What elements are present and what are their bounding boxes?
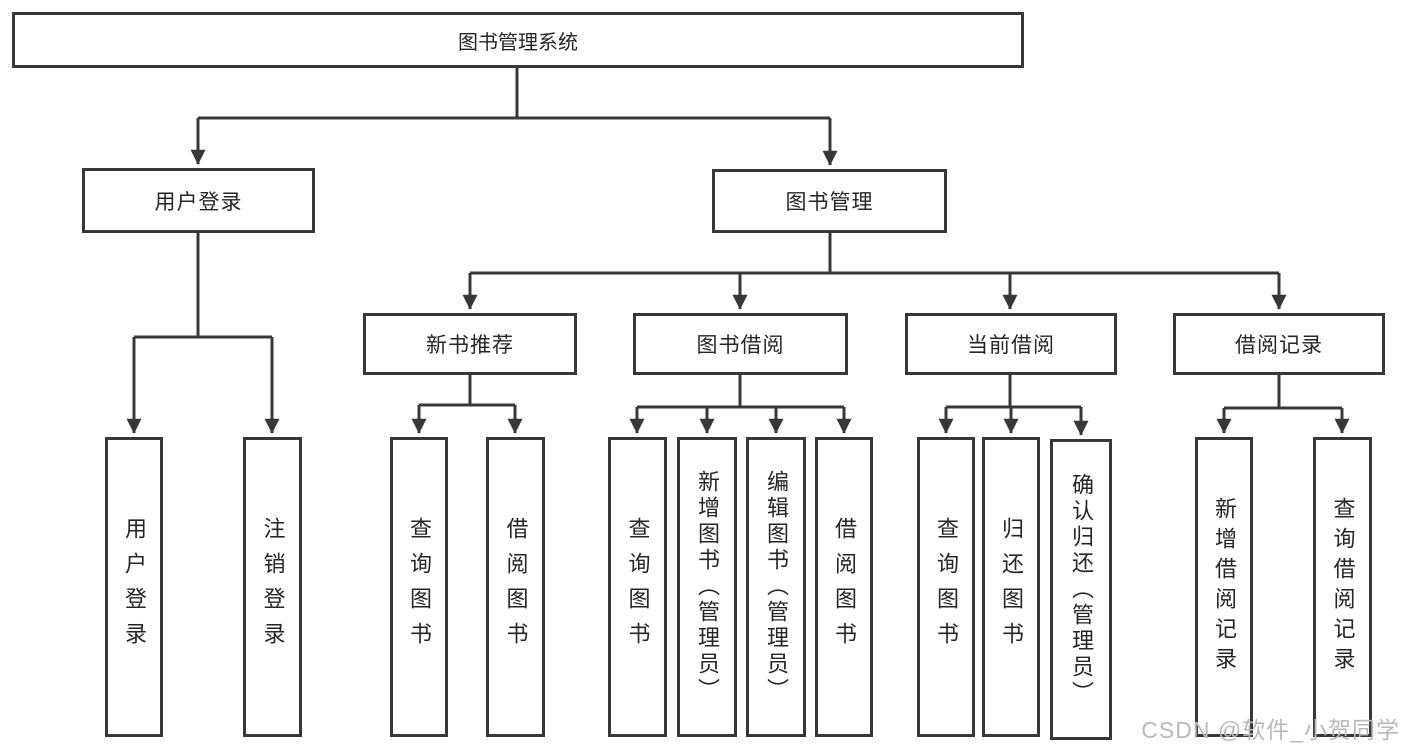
leaf-nb-borrow-books: 借阅图书 bbox=[486, 437, 545, 737]
leaf-bb-add-books-admin-label: 新增图书（管理员） bbox=[695, 470, 720, 704]
node-book-management: 图书管理 bbox=[712, 169, 947, 233]
leaf-nb-query-books-label: 查询图书 bbox=[407, 517, 432, 657]
leaf-br-query-record: 查询借阅记录 bbox=[1313, 437, 1372, 737]
leaf-cb-query-books: 查询图书 bbox=[917, 437, 975, 737]
leaf-bb-borrow-books: 借阅图书 bbox=[815, 437, 873, 737]
node-borrowing-records-label: 借阅记录 bbox=[1235, 334, 1323, 357]
node-new-book-recommend: 新书推荐 bbox=[363, 313, 577, 375]
node-book-management-label: 图书管理 bbox=[785, 191, 874, 214]
leaf-logout: 注销登录 bbox=[243, 437, 302, 737]
node-book-borrowing: 图书借阅 bbox=[633, 313, 848, 375]
leaf-user-login-label: 用户登录 bbox=[122, 517, 147, 657]
leaf-nb-borrow-books-label: 借阅图书 bbox=[503, 517, 529, 657]
leaf-cb-return-books-label: 归还图书 bbox=[999, 517, 1024, 657]
leaf-bb-edit-books-admin: 编辑图书（管理员） bbox=[746, 437, 806, 737]
leaf-bb-edit-books-admin-label: 编辑图书（管理员） bbox=[764, 470, 789, 704]
leaf-br-add-record-label: 新增借阅记录 bbox=[1212, 497, 1237, 677]
leaf-bb-query-books-label: 查询图书 bbox=[625, 517, 651, 657]
node-user-login: 用户登录 bbox=[82, 168, 315, 233]
leaf-bb-add-books-admin: 新增图书（管理员） bbox=[677, 437, 737, 737]
node-book-borrowing-label: 图书借阅 bbox=[696, 334, 785, 357]
node-root: 图书管理系统 bbox=[12, 12, 1024, 68]
node-current-borrowing-label: 当前借阅 bbox=[967, 334, 1055, 357]
node-user-login-label: 用户登录 bbox=[154, 190, 243, 214]
node-borrowing-records: 借阅记录 bbox=[1173, 313, 1385, 375]
leaf-bb-query-books: 查询图书 bbox=[608, 437, 667, 737]
leaf-br-query-record-label: 查询借阅记录 bbox=[1330, 497, 1356, 677]
leaf-bb-borrow-books-label: 借阅图书 bbox=[832, 517, 857, 657]
csdn-watermark: CSDN @软件_小贺同学 bbox=[1141, 717, 1400, 743]
node-current-borrowing: 当前借阅 bbox=[905, 313, 1117, 375]
leaf-cb-query-books-label: 查询图书 bbox=[934, 517, 959, 657]
node-root-label: 图书管理系统 bbox=[458, 31, 578, 54]
leaf-nb-query-books: 查询图书 bbox=[390, 437, 448, 737]
leaf-cb-confirm-return-admin: 确认归还（管理员） bbox=[1050, 439, 1112, 740]
leaf-br-add-record: 新增借阅记录 bbox=[1195, 437, 1253, 737]
leaf-logout-label: 注销登录 bbox=[260, 517, 286, 657]
leaf-user-login: 用户登录 bbox=[105, 437, 163, 737]
leaf-cb-return-books: 归还图书 bbox=[982, 437, 1040, 737]
node-new-book-recommend-label: 新书推荐 bbox=[426, 334, 514, 357]
leaf-cb-confirm-return-admin-label: 确认归还（管理员） bbox=[1069, 472, 1094, 707]
